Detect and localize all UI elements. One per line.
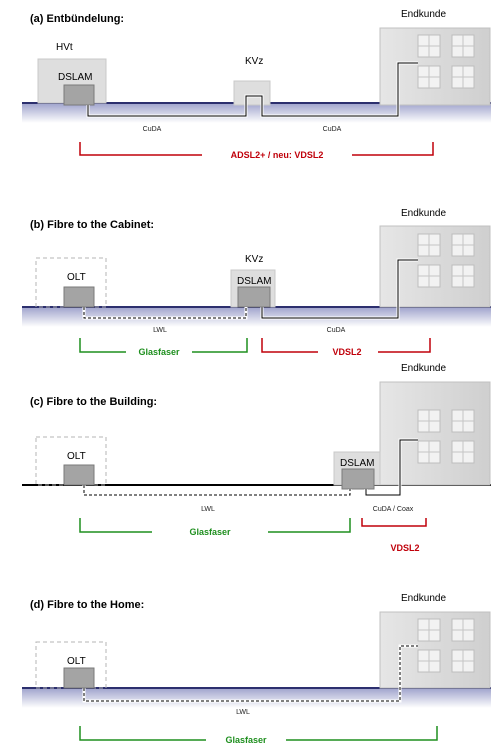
panel-d-title: (d) Fibre to the Home: <box>30 599 144 611</box>
panel-c-copper-cable <box>365 439 418 496</box>
panel-a-ground <box>22 103 491 123</box>
panel-d-fibre-cable <box>83 645 418 702</box>
panel-a-kvz-cabinet <box>233 80 271 106</box>
panel-a-red-label: ADSL2+ / neu: VDSL2 <box>231 150 324 160</box>
panel-d-green-bracket-left <box>79 726 206 741</box>
panel-a-endkunde-label: Endkunde <box>401 9 446 20</box>
panel-a-red-bracket-right <box>352 142 434 156</box>
panel-c: (c) Fibre to the Building: Endkunde OLT … <box>22 363 491 553</box>
panel-c-title: (c) Fibre to the Building: <box>30 396 157 408</box>
panel-b-green-bracket-left <box>79 338 126 353</box>
panel-c-green-bracket-left <box>79 518 152 533</box>
panel-b-green-bracket-right <box>192 338 248 353</box>
panel-b-dslam-box <box>237 286 271 308</box>
panel-a-red-bracket-left <box>79 142 202 156</box>
panel-d-endkunde-label: Endkunde <box>401 593 446 604</box>
panel-b-dslam-label: DSLAM <box>237 276 271 287</box>
panel-b-cable-1-label: LWL <box>153 327 167 334</box>
panel-c-ground <box>22 485 491 499</box>
panel-a-cable-2-label: CuDA <box>323 126 342 133</box>
panel-c-cable-2-label: CuDA / Coax <box>373 506 414 513</box>
panel-b-olt-box <box>63 286 95 308</box>
panel-b-fibre-cable <box>83 307 247 319</box>
panel-d-green-bracket-right <box>286 726 438 741</box>
panel-a: (a) Entbündelung: Endkunde HVt KVz DSLAM… <box>22 9 491 160</box>
panel-b-title: (b) Fibre to the Cabinet: <box>30 219 154 231</box>
panel-b-ground <box>22 307 491 327</box>
panel-b-red-label: VDSL2 <box>332 347 361 357</box>
panel-b-cable-2-label: CuDA <box>327 327 346 334</box>
panel-c-dslam-label: DSLAM <box>340 458 374 469</box>
panel-a-dslam-label: DSLAM <box>58 72 92 83</box>
panel-d: (d) Fibre to the Home: Endkunde OLT LWL … <box>22 593 491 745</box>
panel-c-endkunde-building <box>379 381 491 486</box>
panel-c-red-label: VDSL2 <box>390 543 419 553</box>
panel-c-green-label: Glasfaser <box>189 527 231 537</box>
panel-c-endkunde-label: Endkunde <box>401 363 446 374</box>
panel-b: (b) Fibre to the Cabinet: Endkunde KVz O… <box>22 208 491 357</box>
panel-d-cable-1-label: LWL <box>236 709 250 716</box>
panel-b-red-bracket-left <box>261 338 318 353</box>
panel-b-green-label: Glasfaser <box>138 347 180 357</box>
panel-d-green-label: Glasfaser <box>225 735 267 745</box>
panel-d-olt-box <box>63 667 95 689</box>
panel-c-olt-label: OLT <box>67 451 86 462</box>
panel-b-copper-cable <box>261 259 418 319</box>
panel-c-central-office-outline <box>35 436 107 486</box>
panel-a-dslam-box <box>63 84 95 106</box>
panel-a-hvt-label: HVt <box>56 42 73 53</box>
panel-c-fibre-cable <box>83 485 351 496</box>
panel-c-olt-box <box>63 464 95 486</box>
panel-a-copper-cable <box>87 62 418 117</box>
panel-a-cable-1-label: CuDA <box>143 126 162 133</box>
panel-a-kvz-label: KVz <box>245 56 263 67</box>
panel-d-olt-label: OLT <box>67 656 86 667</box>
panel-c-green-bracket-right <box>268 518 351 533</box>
panel-b-olt-label: OLT <box>67 272 86 283</box>
panel-a-title: (a) Entbündelung: <box>30 13 124 25</box>
panel-c-cable-1-label: LWL <box>201 506 215 513</box>
panel-d-ground <box>22 688 491 708</box>
panel-b-kvz-label: KVz <box>245 254 263 265</box>
panel-c-dslam-box <box>341 468 375 490</box>
panel-c-red-bracket <box>361 518 427 527</box>
panel-b-red-bracket-right <box>378 338 431 353</box>
panel-b-endkunde-label: Endkunde <box>401 208 446 219</box>
